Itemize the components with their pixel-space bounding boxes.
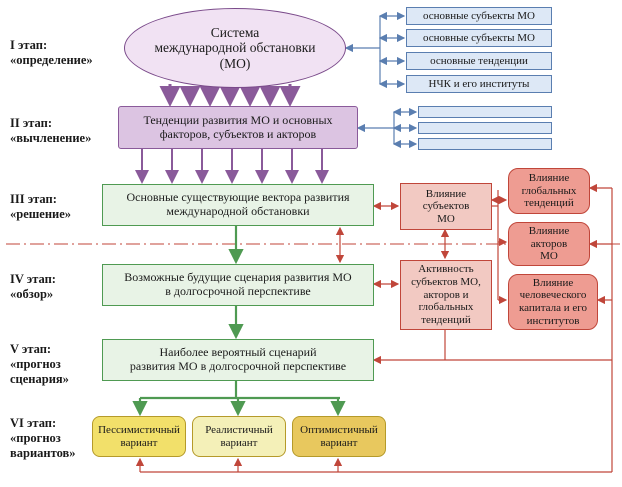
system-items-connectors: [344, 11, 406, 89]
variant-pessimistic: Пессимистичный вариант: [92, 416, 186, 457]
variant-realistic: Реалистичный вариант: [192, 416, 286, 457]
trends-empty-box-2: [418, 122, 552, 134]
stage-label-6: VI этап: «прогноз вариантов»: [10, 416, 76, 460]
influence-global-trends: Влияние глобальных тенденций: [508, 168, 590, 214]
scenarios-box: Возможные будущие сценария развития МО в…: [102, 264, 374, 306]
trends-empty-box-1: [418, 106, 552, 118]
influence-connectors: [135, 183, 613, 473]
system-item-2: основные субъекты МО: [406, 29, 552, 47]
trends-to-vectors-arrows: [135, 149, 329, 184]
stage-label-5: V этап: «прогноз сценария»: [10, 342, 69, 386]
stage-label-1: I этап: «определение»: [10, 38, 93, 67]
system-item-3: основные тенденции: [406, 52, 552, 70]
influence-subjects-box: Влияние субъектов МО: [400, 183, 492, 230]
activity-box: Активность субъектов МО, акторов и глоба…: [400, 260, 492, 330]
system-item-4: НЧК и его институты: [406, 75, 552, 93]
stage-label-3: III этап: «решение»: [10, 192, 72, 221]
stage-label-2: II этап: «вычленение»: [10, 116, 92, 145]
influence-human-capital: Влияние человеческого капитала и его инс…: [508, 274, 598, 330]
trends-connectors: [356, 107, 418, 149]
stage-label-4: IV этап: «обзор»: [10, 272, 56, 301]
system-item-1: основные субъекты МО: [406, 7, 552, 25]
vectors-box: Основные существующие вектора развития м…: [102, 184, 374, 226]
trends-empty-box-3: [418, 138, 552, 150]
main-flow-arrows: [132, 226, 346, 417]
probable-scenario-box: Наиболее вероятный сценарий развития МО …: [102, 339, 374, 381]
trends-box: Тенденции развития МО и основных факторо…: [118, 106, 358, 149]
variant-optimistic: Оптимистичный вариант: [292, 416, 386, 457]
influence-actors: Влияние акторов МО: [508, 222, 590, 266]
system-oval: Система международной обстановки (МО): [124, 8, 346, 88]
oval-to-trends-arrows: [159, 84, 301, 107]
